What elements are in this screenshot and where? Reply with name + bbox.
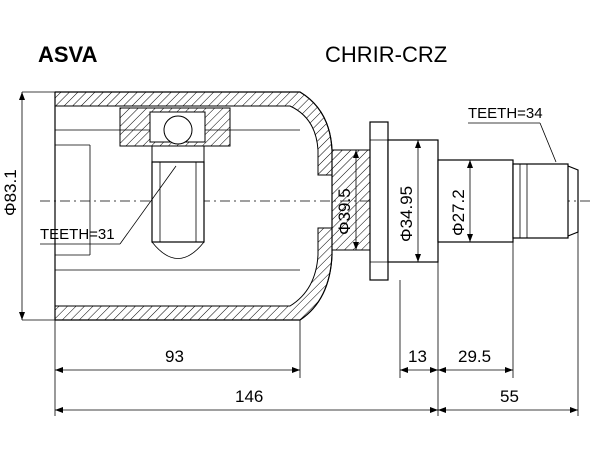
dim-spline-diameter: Φ27.2 (449, 189, 468, 236)
length-dimensions: 93 13 29.5 146 55 (54, 232, 579, 416)
stub-shaft (437, 159, 579, 243)
dim-length-13: 13 (408, 347, 427, 366)
teeth-annotations: TEETH=34 TEETH=31 (40, 105, 557, 245)
dim-body-diameter: Φ39.5 (335, 188, 354, 235)
dim-length-29-5: 29.5 (458, 347, 491, 366)
inner-teeth-label: TEETH=31 (40, 226, 115, 243)
part-number-label: CHRIR-CRZ (325, 42, 447, 67)
dim-length-55: 55 (500, 387, 519, 406)
diameter-dimensions: Φ83.1 Φ39.5 Φ34.95 Φ27.2 (1, 91, 473, 321)
brand-label: ASVA (38, 42, 98, 67)
dim-length-146: 146 (235, 387, 263, 406)
dim-length-93: 93 (165, 347, 184, 366)
dim-outer-diameter: Φ83.1 (1, 169, 20, 216)
dim-seal-diameter: Φ34.95 (397, 186, 416, 242)
outer-teeth-label: TEETH=34 (468, 105, 543, 122)
neck-and-flange (331, 121, 439, 281)
tripod-assembly (119, 107, 231, 259)
